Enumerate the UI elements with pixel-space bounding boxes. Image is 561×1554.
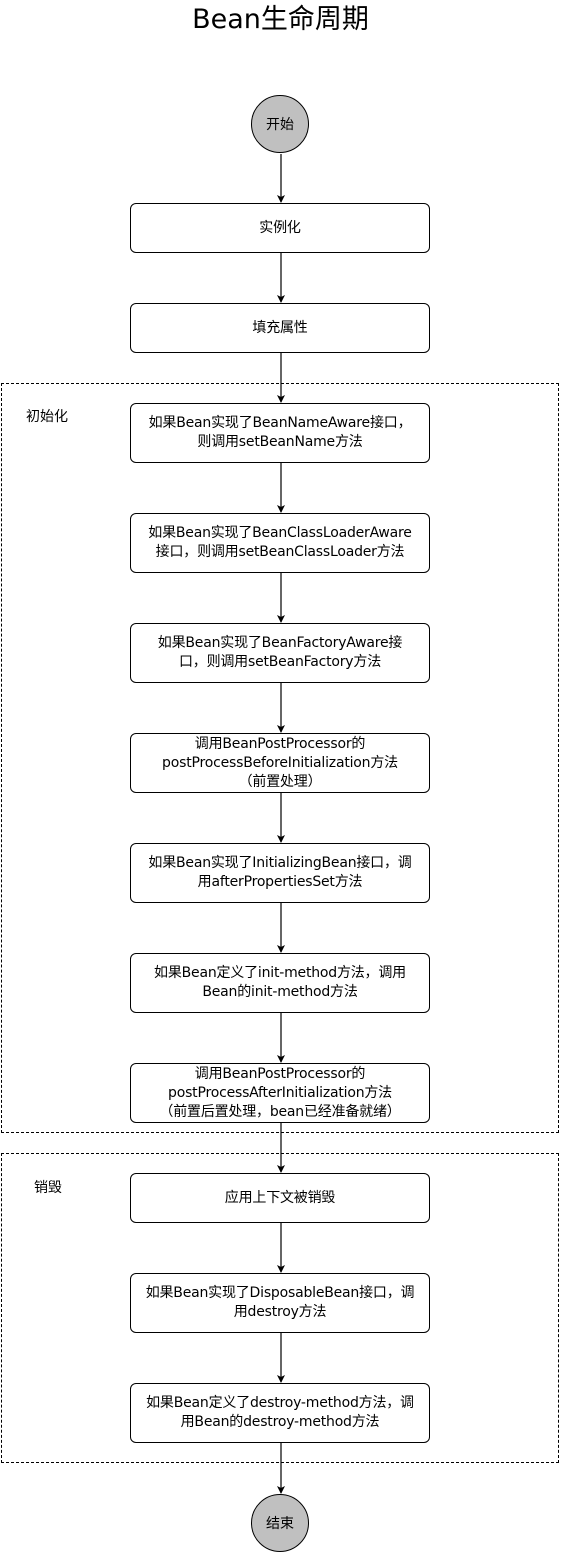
end-node: 结束: [251, 1494, 309, 1552]
group-destruction: [1, 1153, 559, 1463]
step-init-method: 如果Bean定义了init-method方法，调用 Bean的init-meth…: [130, 953, 430, 1013]
step-instantiate: 实例化: [130, 203, 430, 253]
step-bean-name-aware: 如果Bean实现了BeanNameAware接口， 则调用setBeanName…: [130, 403, 430, 463]
step-disposable-bean: 如果Bean实现了DisposableBean接口，调 用destroy方法: [130, 1273, 430, 1333]
diagram-title: Bean生命周期: [192, 4, 369, 35]
step-post-process-after-init: 调用BeanPostProcessor的 postProcessAfterIni…: [130, 1063, 430, 1123]
group-initialization: [1, 383, 559, 1133]
step-initializing-bean: 如果Bean实现了InitializingBean接口，调 用afterProp…: [130, 843, 430, 903]
start-node: 开始: [251, 95, 309, 153]
step-bean-factory-aware: 如果Bean实现了BeanFactoryAware接 口，则调用setBeanF…: [130, 623, 430, 683]
step-post-process-before-init: 调用BeanPostProcessor的 postProcessBeforeIn…: [130, 733, 430, 793]
step-bean-classloader-aware: 如果Bean实现了BeanClassLoaderAware 接口，则调用setB…: [130, 513, 430, 573]
step-context-destroyed: 应用上下文被销毁: [130, 1173, 430, 1223]
step-destroy-method: 如果Bean定义了destroy-method方法，调 用Bean的destro…: [130, 1383, 430, 1443]
group-label-initialization: 初始化: [26, 409, 68, 425]
group-label-destruction: 销毁: [34, 1180, 62, 1196]
step-populate-properties: 填充属性: [130, 303, 430, 353]
